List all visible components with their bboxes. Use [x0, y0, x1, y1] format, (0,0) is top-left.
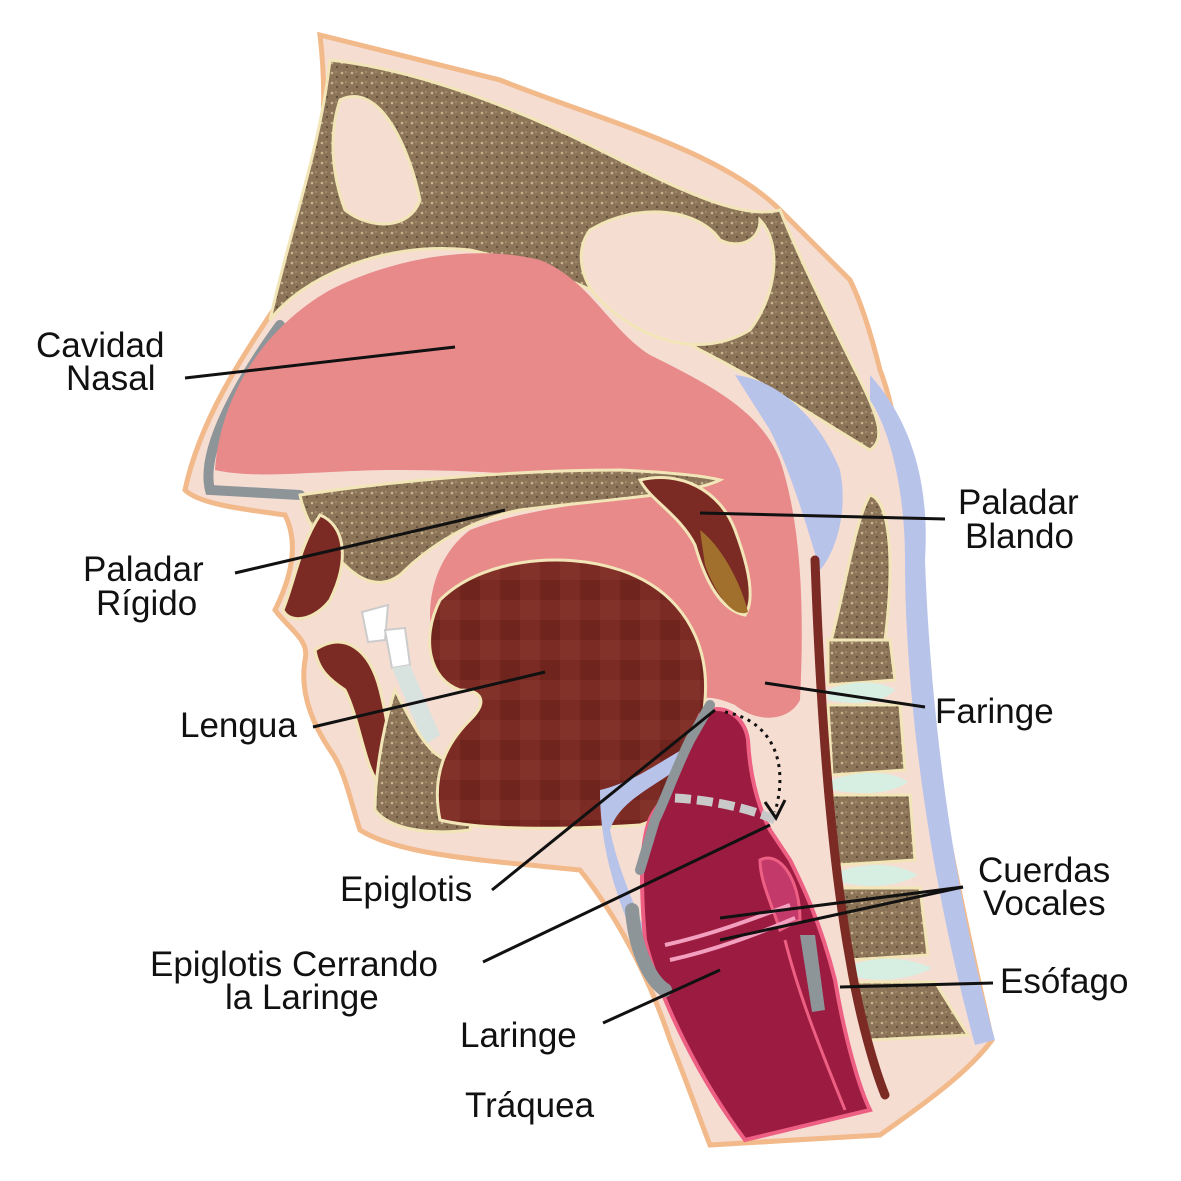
label-paladar-blando-2: Blando: [965, 517, 1074, 556]
label-paladar-rigido-2: Rígido: [96, 584, 197, 623]
leader-laringe: [602, 968, 721, 1025]
label-vocales: Vocales: [983, 884, 1106, 923]
leader-epiglotis-cerrando: [482, 823, 771, 964]
leader-faringe: [764, 681, 926, 709]
skull-bone: [268, 58, 881, 452]
anterior-neck-ligament: [600, 740, 700, 995]
label-nasal: Nasal: [66, 359, 155, 398]
uvula: [700, 530, 748, 614]
leader-epiglotis: [491, 708, 716, 892]
label-epiglotis: Epiglotis: [340, 870, 472, 909]
label-esofago: Esófago: [1000, 962, 1128, 1001]
label-lengua: Lengua: [180, 706, 297, 745]
leader-paladar-rigido: [234, 508, 506, 575]
upper-lip: [281, 513, 344, 621]
label-cuerdas: Cuerdas: [978, 851, 1110, 890]
vertebral-column: [826, 493, 971, 1042]
lower-tooth-root: [392, 665, 440, 745]
hard-palate-bone: [298, 468, 725, 584]
label-laringe: Laringe: [460, 1016, 577, 1055]
label-paladar-blando-1: Paladar: [958, 483, 1079, 522]
leader-cuerdas-vocales-1: [719, 885, 964, 920]
arrow-head-icon: [763, 799, 787, 821]
label-epiglotis-cerrando-1: Epiglotis Cerrando: [150, 945, 438, 984]
upper-tooth: [360, 603, 390, 644]
label-paladar-rigido-1: Paladar: [83, 550, 204, 589]
leader-cuerdas-vocales-2: [719, 885, 964, 942]
leader-cavidad-nasal: [184, 345, 456, 380]
posterior-ligament: [870, 375, 995, 1045]
thyroid-cartilage: [625, 903, 672, 997]
frontal-sinus: [331, 95, 422, 226]
sphenoid-sinus: [579, 210, 776, 346]
trachea-wall: [783, 939, 847, 1111]
label-cavidad: Cavidad: [36, 326, 164, 365]
leader-paladar-blando: [699, 511, 946, 521]
label-epiglotis-cerrando-2: la Laringe: [225, 978, 379, 1017]
label-faringe: Faringe: [935, 692, 1054, 731]
pharyngeal-ligament: [735, 375, 843, 570]
epiglottis: [635, 700, 715, 875]
epiglottis-closed-position: [674, 793, 777, 825]
leader-lengua: [312, 670, 546, 729]
tongue: [428, 558, 708, 830]
label-traquea: Tráquea: [465, 1086, 595, 1125]
leader-esofago: [839, 981, 994, 989]
inner-airway: [758, 856, 802, 933]
esophagus-lumen: [800, 935, 825, 1012]
